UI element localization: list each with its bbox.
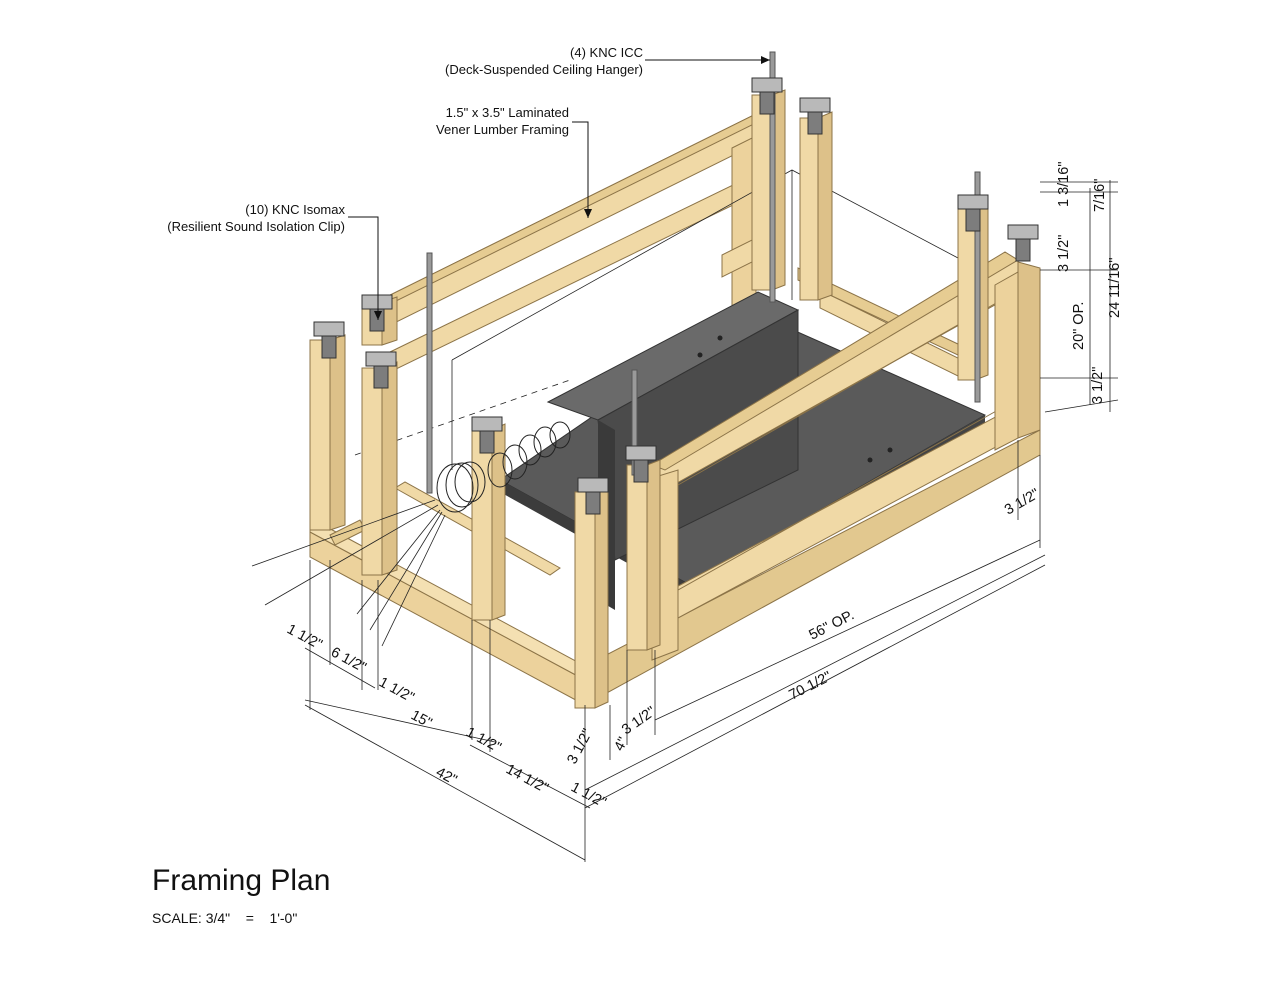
dim-3-1-2-top: 3 1/2" [1056, 235, 1072, 272]
isolation-clip [957, 194, 989, 232]
callout-isolation-clip-line2: (Resilient Sound Isolation Clip) [167, 219, 345, 234]
callout-framing-line2: Vener Lumber Framing [436, 122, 569, 137]
dim-1-1-2-b: 1 1/2" [376, 674, 417, 706]
callout-isolation-clip: (10) KNC Isomax (Resilient Sound Isolati… [167, 202, 345, 234]
drawing-scale: SCALE: 3/4" = 1'-0" [152, 910, 297, 926]
post-back-b [799, 111, 833, 301]
dim-3-1-2-front: 3 1/2" [564, 726, 596, 767]
post-front-b [574, 486, 609, 709]
post-back-a [751, 89, 786, 291]
front-frame [650, 251, 1041, 661]
isolation-clip [751, 77, 783, 115]
post-left-inner [361, 361, 398, 576]
flex-duct-coil [436, 421, 571, 513]
hanger-rods [426, 51, 981, 494]
dim-24-11-16: 24 11/16" [1107, 257, 1123, 318]
dim-3-1-2-right: 3 1/2" [1090, 367, 1106, 404]
callout-framing: 1.5" x 3.5" Laminated Vener Lumber Frami… [436, 105, 569, 137]
isolation-clip [577, 477, 609, 515]
isolation-clip [313, 321, 345, 359]
scale-label: SCALE: 3/4" [152, 910, 231, 926]
hanger-rod-right [974, 171, 981, 403]
dim-1-1-2-c: 1 1/2" [463, 724, 504, 756]
dim-14-1-2: 14 1/2" [503, 761, 551, 796]
callout-framing-line1: 1.5" x 3.5" Laminated [446, 105, 569, 120]
isolation-clip [799, 97, 831, 135]
posts [309, 89, 989, 709]
isolation-clips [313, 77, 1039, 515]
base-left-rail [309, 531, 586, 706]
dim-7-16: 7/16" [1092, 179, 1108, 212]
dim-42: 42" [433, 764, 459, 788]
dim-20-op: 20" OP. [1071, 302, 1087, 350]
isolation-clip [1007, 224, 1039, 262]
isolation-clip [365, 351, 397, 389]
front-end-post [994, 271, 1019, 451]
callout-isolation-clip-line1: (10) KNC Isomax [245, 202, 345, 217]
callout-ceiling-hanger-line2: (Deck-Suspended Ceiling Hanger) [445, 62, 643, 77]
post-front-c [626, 459, 661, 651]
post-left-outer [309, 334, 346, 531]
callout-ceiling-hanger-line1: (4) KNC ICC [570, 45, 643, 60]
dim-1-1-2-a: 1 1/2" [284, 621, 325, 653]
dim-70-1-2: 70 1/2" [787, 669, 835, 704]
isolation-clip [471, 416, 503, 454]
callout-leaders [348, 56, 770, 320]
drawing-title: Framing Plan [152, 864, 331, 897]
scale-value: 1'-0" [269, 910, 298, 926]
dimension-lines [251, 180, 1119, 862]
dim-56-op: 56" OP. [807, 607, 857, 643]
dim-3-1-2-side: 3 1/2" [1002, 486, 1042, 519]
scale-equals: = [245, 910, 254, 926]
callout-ceiling-hanger: (4) KNC ICC (Deck-Suspended Ceiling Hang… [445, 45, 643, 77]
hanger-rod-back [769, 51, 776, 303]
dim-6-1-2: 6 1/2" [328, 644, 369, 676]
dim-1-3-16: 1 3/16" [1056, 162, 1072, 207]
hanger-rod-left [426, 252, 433, 494]
dim-3-1-2-front2: 3 1/2" [619, 704, 659, 739]
isolation-clip [625, 445, 657, 483]
